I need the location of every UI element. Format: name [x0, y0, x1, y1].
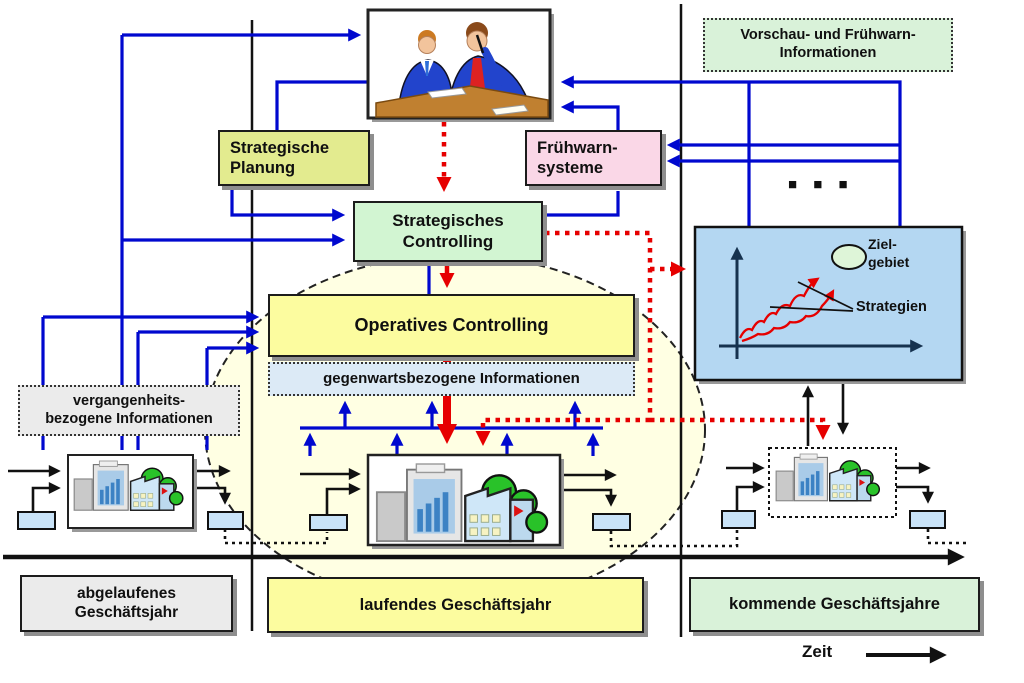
- strategy-paths: [738, 277, 835, 343]
- fruehwarnsysteme-box: Frühwarn- systeme: [525, 130, 662, 186]
- past-business-system-image: [67, 454, 197, 532]
- vorschau-fruehwarn-informationen-box: Vorschau- und Frühwarn- Informationen: [703, 18, 953, 72]
- management-meeting-image: [366, 8, 554, 122]
- abgelaufenes-geschaeftsjahr-box: abgelaufenes Geschäftsjahr: [20, 575, 233, 632]
- vergangenheitsbezogene-informationen-box: vergangenheits- bezogene Informationen: [18, 385, 240, 436]
- continuation-ellipsis: ■ ■ ■: [788, 176, 854, 193]
- future-business-system-image: [768, 447, 897, 518]
- strategien-label: Strategien: [856, 299, 927, 315]
- strategisches-controlling-box: Strategisches Controlling: [353, 201, 543, 262]
- current-business-system-image: [366, 453, 564, 549]
- meeting-people-icon: [375, 22, 549, 118]
- ziel-gebiet-label: Ziel- gebiet: [868, 236, 910, 270]
- chart-axes: [719, 246, 924, 359]
- laufendes-geschaeftsjahr-box: laufendes Geschäftsjahr: [267, 577, 644, 633]
- data-store-rects: [17, 510, 946, 531]
- strategische-planung-box: Strategische Planung: [218, 130, 370, 186]
- black-io-arrows: [8, 381, 934, 515]
- strategy-target-chart: [693, 225, 966, 384]
- operatives-controlling-box: Operatives Controlling: [268, 294, 635, 357]
- kommende-geschaeftsjahre-box: kommende Geschäftsjahre: [689, 577, 980, 632]
- zeit-label: Zeit: [802, 642, 833, 661]
- dotted-handover-connectors: [223, 529, 970, 548]
- ziel-gebiet-ellipse: [831, 244, 867, 270]
- gegenwartsbezogene-informationen-box: gegenwartsbezogene Informationen: [268, 362, 635, 396]
- strategien-pointer-lines: [769, 281, 854, 312]
